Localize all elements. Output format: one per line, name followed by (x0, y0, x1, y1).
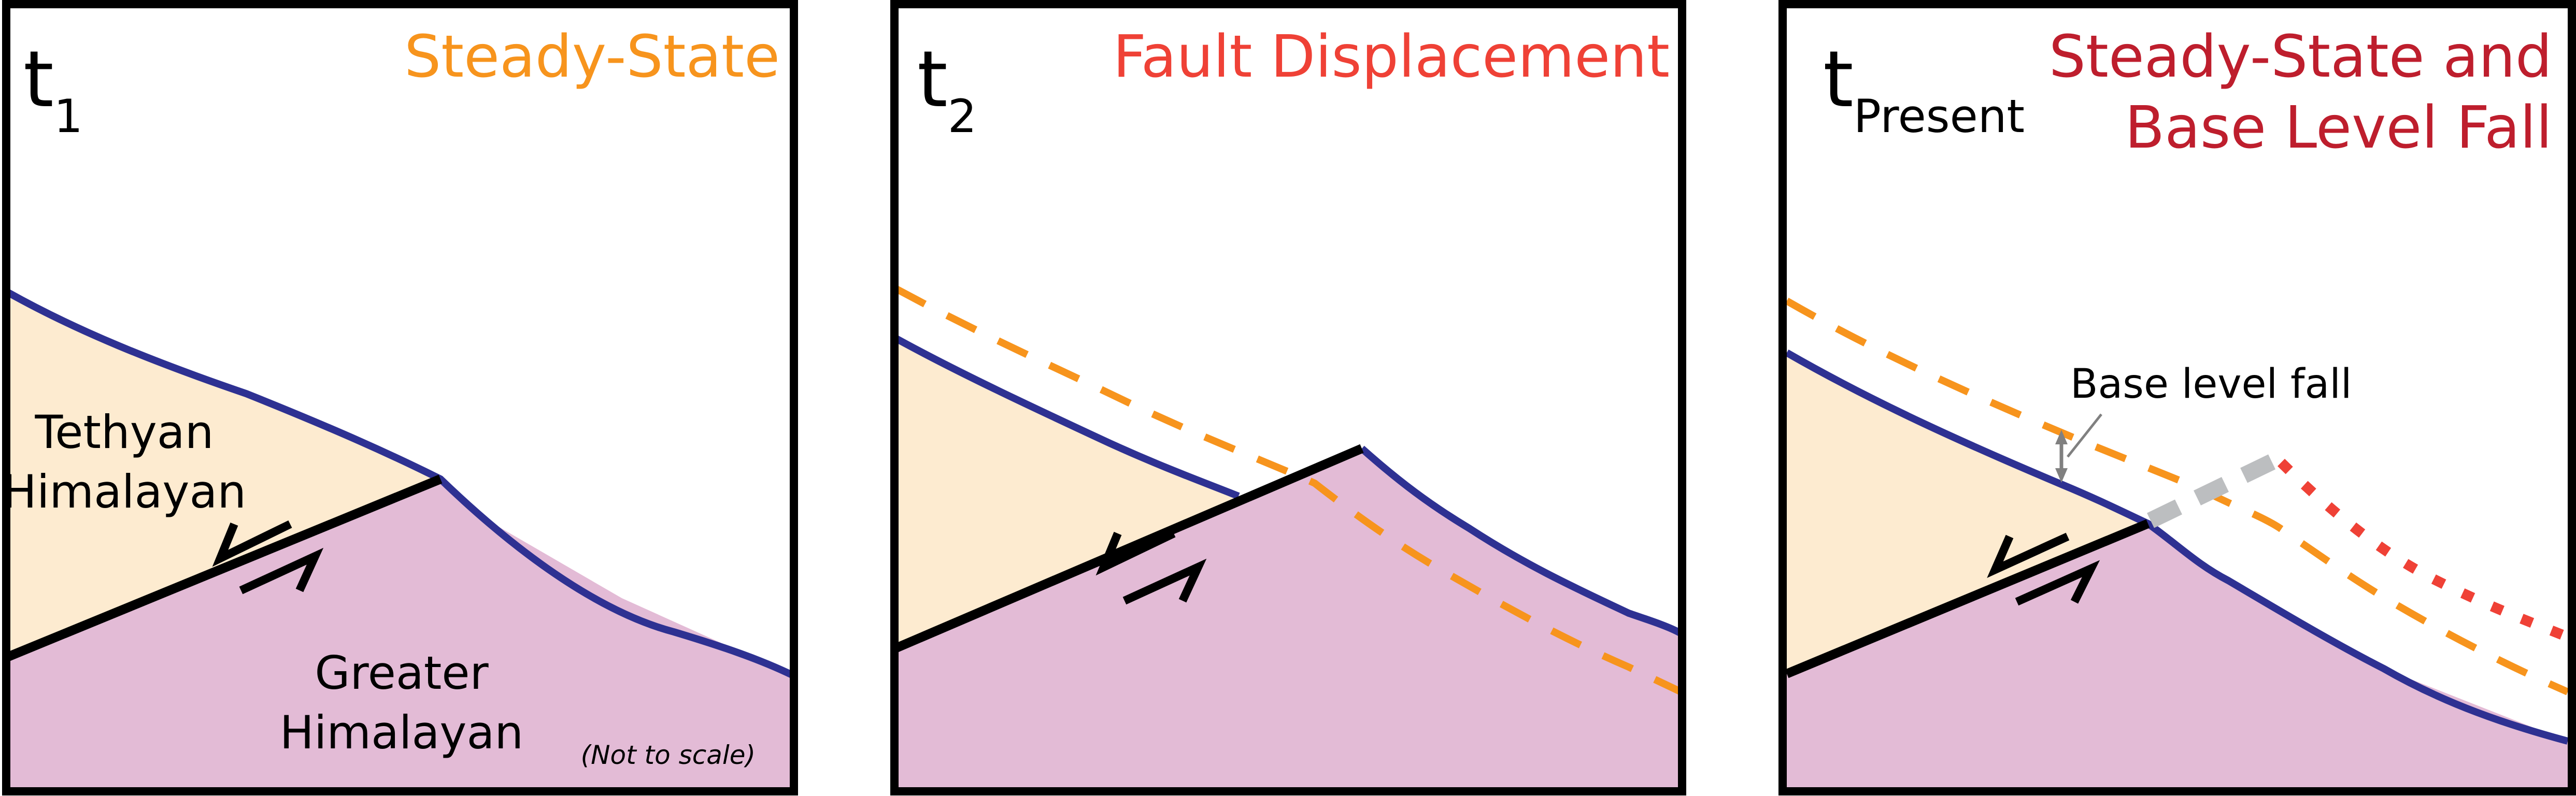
panel-t2: t2 Fault Displacement (890, 0, 1686, 795)
greater-label-line1: Greater (315, 646, 489, 700)
time-label: tPresent (1823, 35, 2025, 143)
fault-line (894, 444, 1364, 653)
panel-t1: t1 Steady-State Tethyan Himalayan Greate… (2, 0, 798, 795)
panel-frame (890, 0, 1686, 795)
fault-line (6, 474, 443, 661)
topography-line (1785, 349, 2569, 745)
topography-line-footwall (1359, 445, 1682, 636)
hanging-wall-arrow-icon (1095, 529, 1176, 576)
tethyan-himalayan-unit (1787, 353, 2148, 674)
panel-title: Fault Displacement (1113, 23, 1670, 91)
topography-line (6, 289, 794, 678)
panel-frame (1778, 0, 2576, 795)
hanging-wall-arrow-icon (1987, 532, 2070, 578)
projected-former-fault-tip (2147, 452, 2280, 528)
tethyan-label-line2: Himalayan (3, 465, 246, 518)
panel-title-line1: Steady-State and (2049, 23, 2552, 91)
footwall-arrow-icon (2015, 560, 2100, 606)
base-level-fall-profile (2277, 458, 2570, 642)
greater-himalayan-unit (1787, 524, 2568, 791)
fault-line (1785, 519, 2150, 678)
footwall-arrow-icon (239, 547, 324, 595)
base-level-fall-label: Base level fall (2070, 361, 2352, 408)
base-level-fall-arrow-icon (2055, 430, 2068, 483)
footwall-arrow-icon (1122, 558, 1207, 605)
tethyan-himalayan-unit (896, 339, 1239, 648)
time-label: t1 (23, 35, 83, 143)
tethyan-label-line1: Tethyan (35, 406, 214, 459)
time-label: t2 (917, 35, 977, 143)
steady-state-profile (894, 285, 1682, 695)
topography-line-hanging-wall (894, 335, 1240, 500)
greater-himalayan-unit (8, 481, 792, 791)
hanging-wall-arrow-icon (212, 520, 292, 567)
greater-label-line2: Himalayan (280, 706, 523, 759)
annotation-leader-line (2067, 413, 2102, 458)
steady-state-profile (1785, 297, 2569, 696)
not-to-scale-note: (Not to scale) (581, 740, 756, 770)
panel-title: Steady-State (404, 23, 780, 91)
panel-tpresent: Base level fall tPresent Steady-State an… (1778, 0, 2576, 795)
panel-frame (2, 0, 798, 795)
tethyan-himalayan-unit (8, 293, 440, 657)
panel-title-line2: Base Level Fall (2125, 94, 2552, 162)
greater-himalayan-unit (896, 448, 1680, 791)
